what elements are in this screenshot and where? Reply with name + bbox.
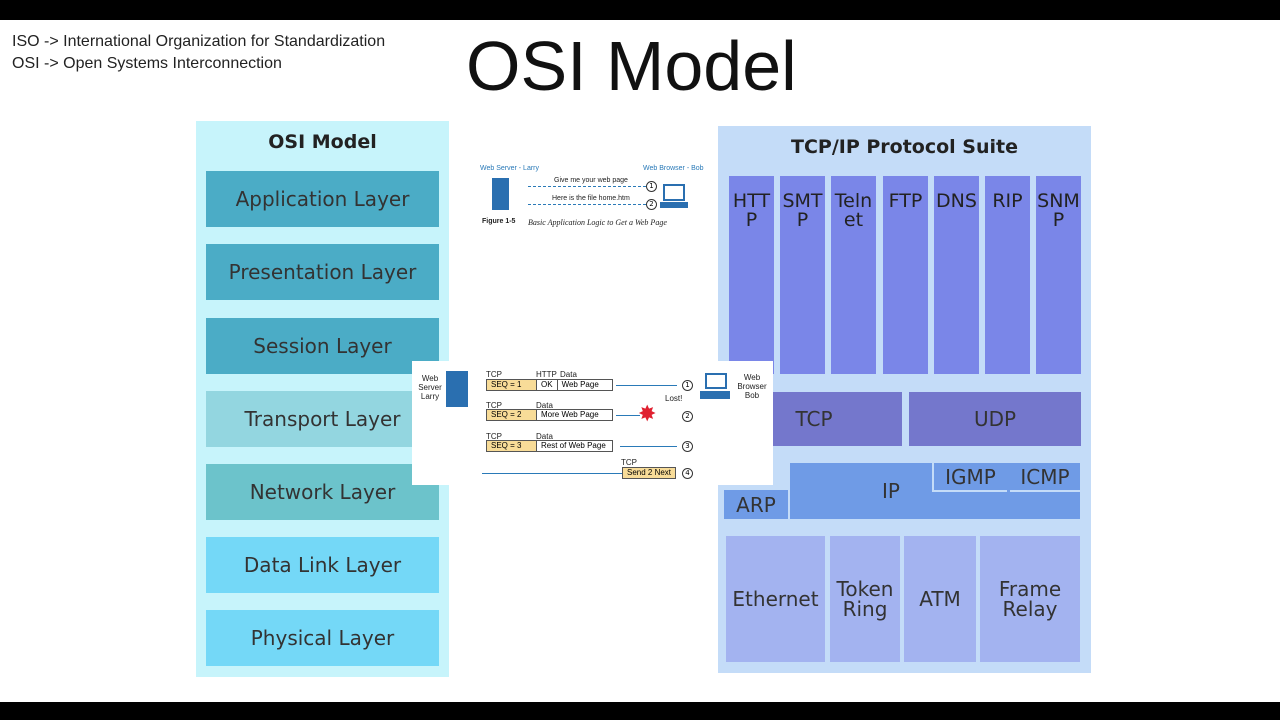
link-token-ring: Token Ring [830,536,900,662]
fig2-server-label: Web Server Larry [418,374,442,401]
seq-2: SEQ = 2 [487,410,537,420]
fig1-arrow-2 [528,204,646,205]
protocol-snmp: SNMP [1036,176,1081,374]
arrow-1 [616,385,677,386]
step-2: 2 [682,411,693,422]
row2-data: More Web Page [541,410,599,419]
lost-burst-icon: ✸ [638,402,657,427]
osi-layer-data-link: Data Link Layer [206,537,439,593]
row1-data: Web Page [561,380,599,389]
protocol-arp: ARP [724,488,790,519]
segment-2: SEQ = 2 More Web Page [486,409,613,421]
server-icon [492,178,509,210]
link-ethernet: Ethernet [726,536,825,662]
seq-3: SEQ = 3 [487,441,537,451]
protocol-igmp: IGMP [932,463,1007,492]
fig1-browser-label: Web Browser - Bob [643,165,704,172]
arrow-3 [620,446,677,447]
protocol-udp: UDP [909,392,1081,446]
step-1: 1 [682,380,693,391]
protocol-telnet: Telnet [831,176,876,374]
row1-http-header: HTTP [536,370,557,379]
keyboard-icon [660,202,688,208]
fig1-step-2: 2 [646,199,657,210]
row3-data-header: Data [536,432,553,441]
protocol-ftp: FTP [883,176,928,374]
keyboard-icon [700,391,730,399]
slide-title: OSI Model [466,27,797,105]
http-ok: OK [537,380,558,390]
segment-3: SEQ = 3 Rest of Web Page [486,440,613,452]
protocol-smtp: SMTP [780,176,825,374]
computer-icon [705,373,727,389]
osi-layer-physical: Physical Layer [206,610,439,666]
lost-label: Lost! [665,394,683,403]
osi-layer-application: Application Layer [206,171,439,227]
osi-model-panel: OSI Model Application Layer Presentation… [196,121,449,677]
note-iso: ISO -> International Organization for St… [12,33,386,50]
row2-tcp-header: TCP [486,401,502,410]
ack-segment: Send 2 Next [622,467,677,479]
link-atm: ATM [904,536,976,662]
row2-data-header: Data [536,401,553,410]
link-frame-relay: Frame Relay [980,536,1080,662]
ack-label: Send 2 Next [627,468,672,477]
protocol-icmp: ICMP [1010,463,1080,492]
top-letterbox [0,0,1280,20]
fig2-browser-label: Web Browser Bob [737,373,767,400]
osi-layer-transport: Transport Layer [206,391,439,447]
fig1-caption-num: Figure 1-5 [482,218,516,225]
row1-tcp-header: TCP [486,370,502,379]
step-3: 3 [682,441,693,452]
figure-tcp-error-recovery: Web Server Larry Web Browser Bob TCP HTT… [412,361,773,485]
arrow-4 [482,473,622,474]
bottom-letterbox [0,702,1280,720]
step-4: 4 [682,468,693,479]
ack-tcp-header: TCP [621,458,637,467]
row3-tcp-header: TCP [486,432,502,441]
fig1-arrow-1 [528,186,646,187]
osi-layer-session: Session Layer [206,318,439,374]
fig1-msg2: Here is the file home.htm [552,195,630,202]
server-icon [446,371,468,407]
computer-icon [663,184,685,201]
tcpip-panel: TCP/IP Protocol Suite HTTP SMTP Telnet F… [718,126,1091,673]
osi-layer-presentation: Presentation Layer [206,244,439,300]
fig1-server-label: Web Server - Larry [480,165,539,172]
fig1-step-1: 1 [646,181,657,192]
seq-1: SEQ = 1 [487,380,537,390]
fig1-msg1: Give me your web page [554,177,628,184]
protocol-dns: DNS [934,176,979,374]
arrow-2 [616,415,640,416]
protocol-rip: RIP [985,176,1030,374]
osi-panel-title: OSI Model [268,131,377,153]
osi-layer-network: Network Layer [206,464,439,520]
note-osi: OSI -> Open Systems Interconnection [12,55,282,72]
tcpip-panel-title: TCP/IP Protocol Suite [791,136,1018,158]
protocol-http: HTTP [729,176,774,374]
figure-basic-application-logic: Web Server - Larry Web Browser - Bob Giv… [478,162,708,232]
row1-data-header: Data [560,370,577,379]
fig1-caption: Basic Application Logic to Get a Web Pag… [528,218,667,227]
row3-data: Rest of Web Page [541,441,606,450]
